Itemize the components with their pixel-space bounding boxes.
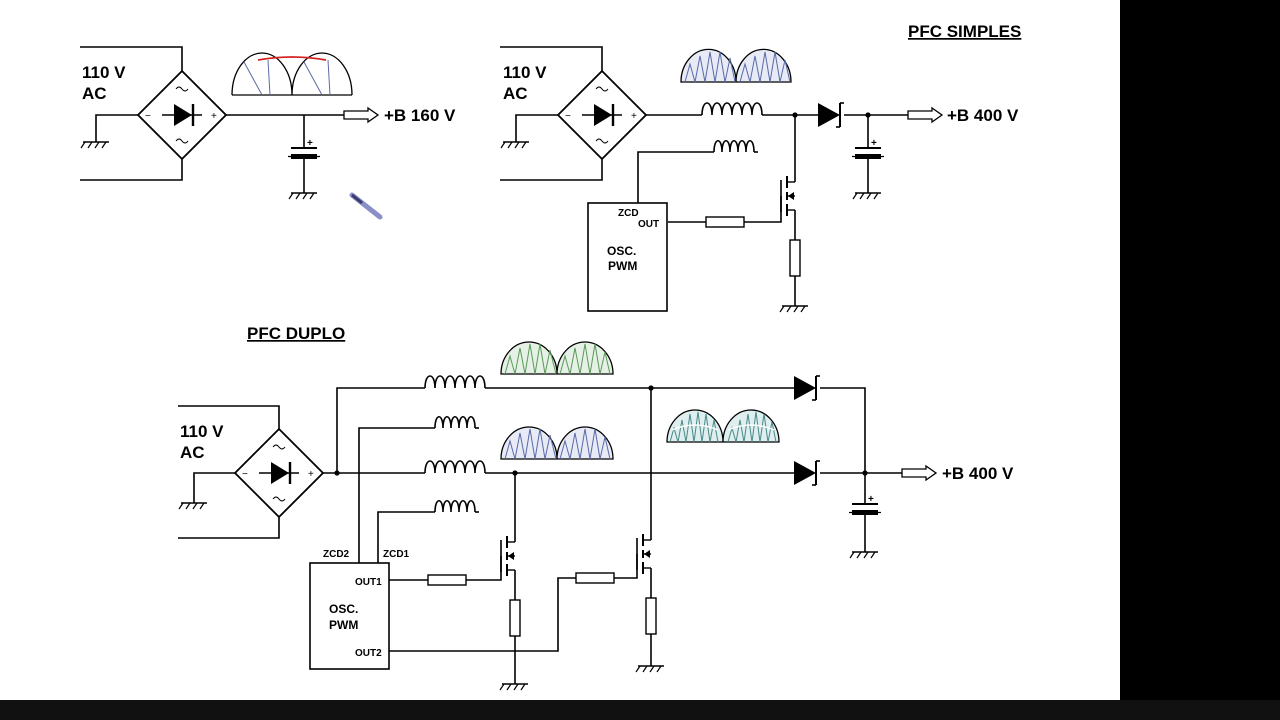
schematic-drawing: − + + <box>80 22 1021 691</box>
c3-zcd1-label: ZCD1 <box>383 549 410 560</box>
c1-bridge-rectifier <box>136 69 228 161</box>
circuit-pfc-simple: 110 V AC +B 400 V ZCD <box>500 46 1019 313</box>
c3-pwm-controller <box>309 562 390 670</box>
c3-aux-winding-phase2 <box>434 415 476 429</box>
c3-diode-phase1 <box>793 460 821 486</box>
right-black-margin <box>1120 0 1280 700</box>
c2-main-inductor <box>701 102 763 116</box>
c3-pwm-label: PWM <box>329 618 358 632</box>
circuit-pfc-double: 110 V AC +B 400 V <box>178 341 1014 691</box>
c3-waveform-phase2 <box>500 341 614 375</box>
c2-output-voltage: +B 400 V <box>947 106 1019 125</box>
c2-output-arrow <box>907 107 943 123</box>
c2-out-label: OUT <box>638 219 659 230</box>
c3-waveform-combined <box>666 409 780 443</box>
bottom-black-margin <box>0 700 1280 720</box>
c2-osc-label: OSC. <box>607 244 636 258</box>
c1-waveform <box>231 52 353 96</box>
c2-boost-diode <box>817 102 845 128</box>
c3-inductor-phase2 <box>424 375 486 389</box>
c3-out2-label: OUT2 <box>355 648 382 659</box>
c1-input-voltage: 110 V <box>82 63 126 82</box>
c3-diode-phase2 <box>793 375 821 401</box>
c3-zcd2-label: ZCD2 <box>323 549 350 560</box>
c2-sense-resistor <box>789 239 801 277</box>
c3-sense-resistor-phase1 <box>509 599 521 637</box>
c3-mosfet-phase2 <box>636 533 652 575</box>
c3-output-arrow <box>901 465 937 481</box>
c2-pwm-label: PWM <box>608 259 637 273</box>
c2-input-ac: AC <box>503 84 528 103</box>
c3-mosfet-phase1 <box>500 535 516 577</box>
c3-bridge-rectifier <box>233 427 325 519</box>
c2-input-voltage: 110 V <box>503 63 547 82</box>
circuit-simple-rectifier: 110 V AC +B 160 V <box>80 46 456 220</box>
c3-aux-winding-phase1 <box>434 499 476 513</box>
c3-output-voltage: +B 400 V <box>942 464 1014 483</box>
pencil-icon <box>349 192 383 220</box>
title-pfc-simples: PFC SIMPLES <box>908 22 1021 41</box>
schematic-canvas: − + + <box>0 0 1120 700</box>
c2-gate-resistor <box>705 216 745 228</box>
c3-gate-resistor-phase1 <box>427 574 467 586</box>
c1-output-arrow <box>343 107 379 123</box>
title-pfc-duplo: PFC DUPLO <box>247 324 345 343</box>
c3-input-ac: AC <box>180 443 205 462</box>
c3-osc-label: OSC. <box>329 602 358 616</box>
c3-waveform-phase1 <box>500 426 614 460</box>
c2-waveform <box>680 48 792 83</box>
c2-aux-winding <box>713 139 755 153</box>
c2-pwm-controller <box>587 202 668 312</box>
c3-input-voltage: 110 V <box>180 422 224 441</box>
c3-sense-resistor-phase2 <box>645 597 657 635</box>
c1-output-voltage: +B 160 V <box>384 106 456 125</box>
c2-zcd-label: ZCD <box>618 208 639 219</box>
c1-input-ac: AC <box>82 84 107 103</box>
c2-mosfet <box>780 175 796 217</box>
c3-inductor-phase1 <box>424 460 486 474</box>
c3-out1-label: OUT1 <box>355 577 382 588</box>
c2-bridge-rectifier <box>556 69 648 161</box>
c3-gate-resistor-phase2 <box>575 572 615 584</box>
